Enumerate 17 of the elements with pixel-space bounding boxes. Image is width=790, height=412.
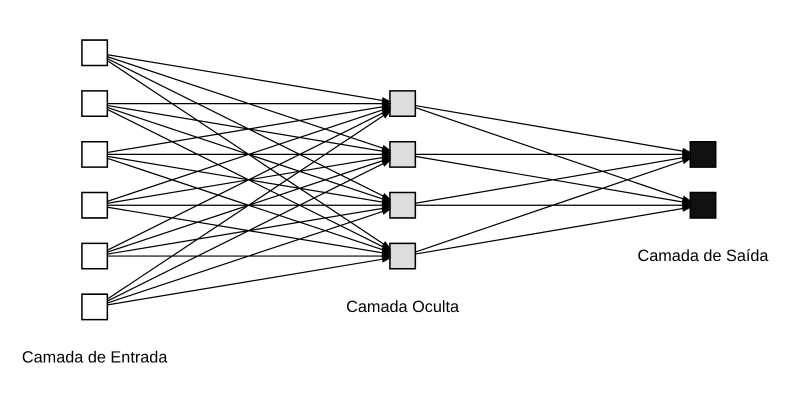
node-box (81, 90, 108, 118)
node-box (690, 140, 716, 168)
node-box (81, 140, 108, 168)
node-box (389, 90, 416, 118)
arrow (108, 256, 392, 306)
node-box (389, 140, 416, 168)
label: Camada Oculta (346, 298, 460, 316)
label: Camada de Saída (637, 246, 768, 265)
node-box (81, 242, 108, 270)
node-box (389, 192, 416, 219)
node-box (81, 293, 108, 320)
node-box (81, 39, 108, 66)
arrow (415, 205, 692, 255)
node-box (690, 192, 716, 219)
node-box (81, 192, 108, 219)
label: Camada de Entrada (22, 348, 168, 367)
node-box (389, 242, 416, 270)
